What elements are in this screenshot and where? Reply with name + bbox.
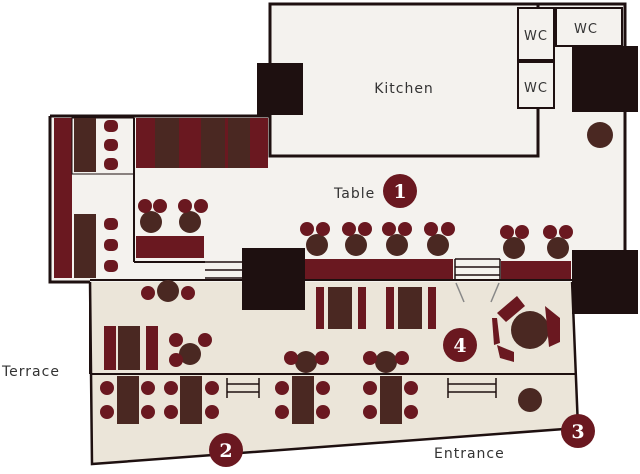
terrace-rect-table-left [104, 326, 158, 370]
seats-center-bench [300, 222, 455, 256]
seats-right-bench [500, 225, 573, 259]
marker-4-number: 4 [453, 335, 466, 357]
round-table-upper-right [587, 122, 613, 148]
kitchen [268, 2, 540, 158]
table-label: Table [333, 186, 375, 202]
pillar-center [242, 248, 305, 310]
marker-2-number: 2 [219, 440, 232, 462]
steps-2 [454, 258, 501, 279]
terrace-label: Terrace [1, 364, 60, 380]
pillar-kitchen-left [257, 63, 303, 115]
terrace-rect-tables-center [316, 287, 436, 329]
terrace-lower-table-2 [164, 376, 219, 424]
bench-right [501, 261, 571, 279]
marker-3-number: 3 [571, 421, 584, 443]
wc-label-3: WC [574, 22, 598, 37]
bench-left [136, 236, 204, 258]
marker-4[interactable]: 4 [443, 328, 477, 362]
marker-3[interactable]: 3 [561, 414, 595, 448]
wc-room-1 [517, 7, 555, 61]
seats-left-bench [138, 199, 208, 233]
left-booth-frame [54, 118, 72, 278]
marker-2[interactable]: 2 [209, 433, 243, 467]
terrace-table-mid-left [169, 333, 212, 367]
entrance-label: Entrance [434, 446, 505, 462]
left-table-lower [74, 214, 96, 278]
door-swings [455, 282, 500, 303]
marker-1-number: 1 [393, 181, 406, 203]
wc-room-2 [517, 61, 555, 109]
terrace-center-tables [284, 351, 409, 373]
wc-label-2: WC [524, 81, 548, 96]
terrace-lower-table-1 [100, 376, 155, 424]
left-stools [104, 120, 118, 272]
terrace-round-table-right [518, 388, 542, 412]
bench-center [305, 259, 453, 279]
steps-1 [205, 261, 242, 279]
kitchen-label: Kitchen [374, 81, 434, 97]
terrace-lower-table-4 [363, 376, 418, 424]
terrace-table-top-left [141, 280, 195, 302]
terrace-steps-2 [447, 378, 497, 398]
left-wall [48, 116, 90, 284]
left-table-upper [74, 118, 96, 172]
pillar-right-lower [572, 250, 638, 314]
terrace-steps-1 [226, 378, 260, 398]
terrace-round-booth [492, 296, 560, 362]
marker-1[interactable]: 1 [383, 174, 417, 208]
terrace-lower-table-3 [275, 376, 330, 424]
wc-label-1: WC [524, 29, 548, 44]
top-banquette [136, 118, 268, 168]
pillar-right-upper [572, 46, 638, 112]
